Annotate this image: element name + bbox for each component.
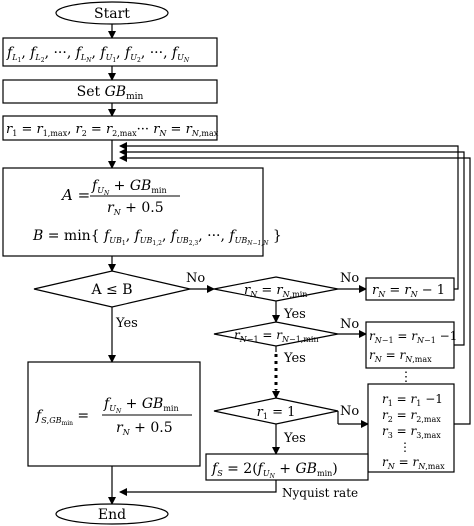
calc-a-numerator: fUN + GBmin [91,178,167,197]
vertical-ellipsis-1: ⋮ [400,370,413,385]
dec-rn-box: rN = rN − 1 [365,277,455,301]
calc-a-b-box: A = fUN + GBmin rN + 0.5 B = min{ fUB1, … [2,167,282,257]
init-r-text: r1 = r1,max, r2 = r2,max··· rN = rN,max [6,122,219,138]
decision-rn-min: rN = rN,min [213,276,339,302]
nyquist-rate-label: Nyquist rate [282,486,358,500]
start-terminal: Start [55,1,169,25]
no-label-3: No [340,317,359,332]
end-label: End [98,507,126,523]
dec-rn-text: rN = rN − 1 [372,283,445,299]
yes-label-1: Yes [115,316,138,331]
reset-line4: rN = rN,max [382,455,445,471]
reset-line1: r1 = r1 −1 [382,392,443,408]
end-terminal: End [55,503,169,525]
dec-rn1-line1: rN−1 = rN−1 −1 [369,329,457,345]
result-fs-gbmin-lhs: fS,GBmin = [35,408,89,427]
reset-line3: r3 = r3,max [382,424,441,440]
reset-all-box: r1 = r1 −1 r2 = r2,max r3 = r3,max ⋮ rN … [367,383,455,473]
decision-rn1-min: rN−1 = rN−1,min [213,321,339,347]
nyquist-box: fS = 2(fUN + GBmin) [205,453,369,481]
result-fs-gbmin-box: fS,GBmin = fUN + GBmin rN + 0.5 [27,361,201,467]
nyquist-formula: fS = 2(fUN + GBmin) [211,461,338,480]
yes-label-3: Yes [283,351,306,366]
dec-rn1-line2: rN = rN,max [369,348,432,364]
decision-a-le-b: A ≤ B [33,270,191,308]
decision-a-le-b-text: A ≤ B [90,282,132,298]
result-fs-gbmin-denominator: rN + 0.5 [116,420,173,437]
decision-r1-eq-1: r1 = 1 [213,397,339,425]
frequency-list-text: fL1, fL2, ···, fLN, fU1, fU2, ···, fUN [6,45,190,64]
no-label-1: No [186,271,205,286]
reset-line2: r2 = r2,max [382,408,441,424]
decision-rn-min-text: rN = rN,min [244,283,307,299]
no-label-4: No [340,404,359,419]
frequency-list-box: fL1, fL2, ···, fLN, fU1, fU2, ···, fUN [2,37,218,67]
result-fs-gbmin-numerator: fUN + GBmin [103,396,179,415]
set-gb-box: Set GBmin [2,79,218,104]
no-label-2: No [340,271,359,286]
calc-a-denominator: rN + 0.5 [107,200,164,217]
dec-rn1-box: rN−1 = rN−1 −1 rN = rN,max [365,321,457,369]
reset-ellipsis: ⋮ [399,440,411,454]
yes-label-4: Yes [283,431,306,446]
calc-a-text: A = [60,186,90,204]
yes-label-2: Yes [283,307,306,322]
decision-rn1-min-text: rN−1 = rN−1,min [234,328,319,344]
init-r-box: r1 = r1,max, r2 = r2,max··· rN = rN,max [2,115,219,141]
decision-r1-text: r1 = 1 [257,405,296,421]
start-label: Start [94,6,130,22]
